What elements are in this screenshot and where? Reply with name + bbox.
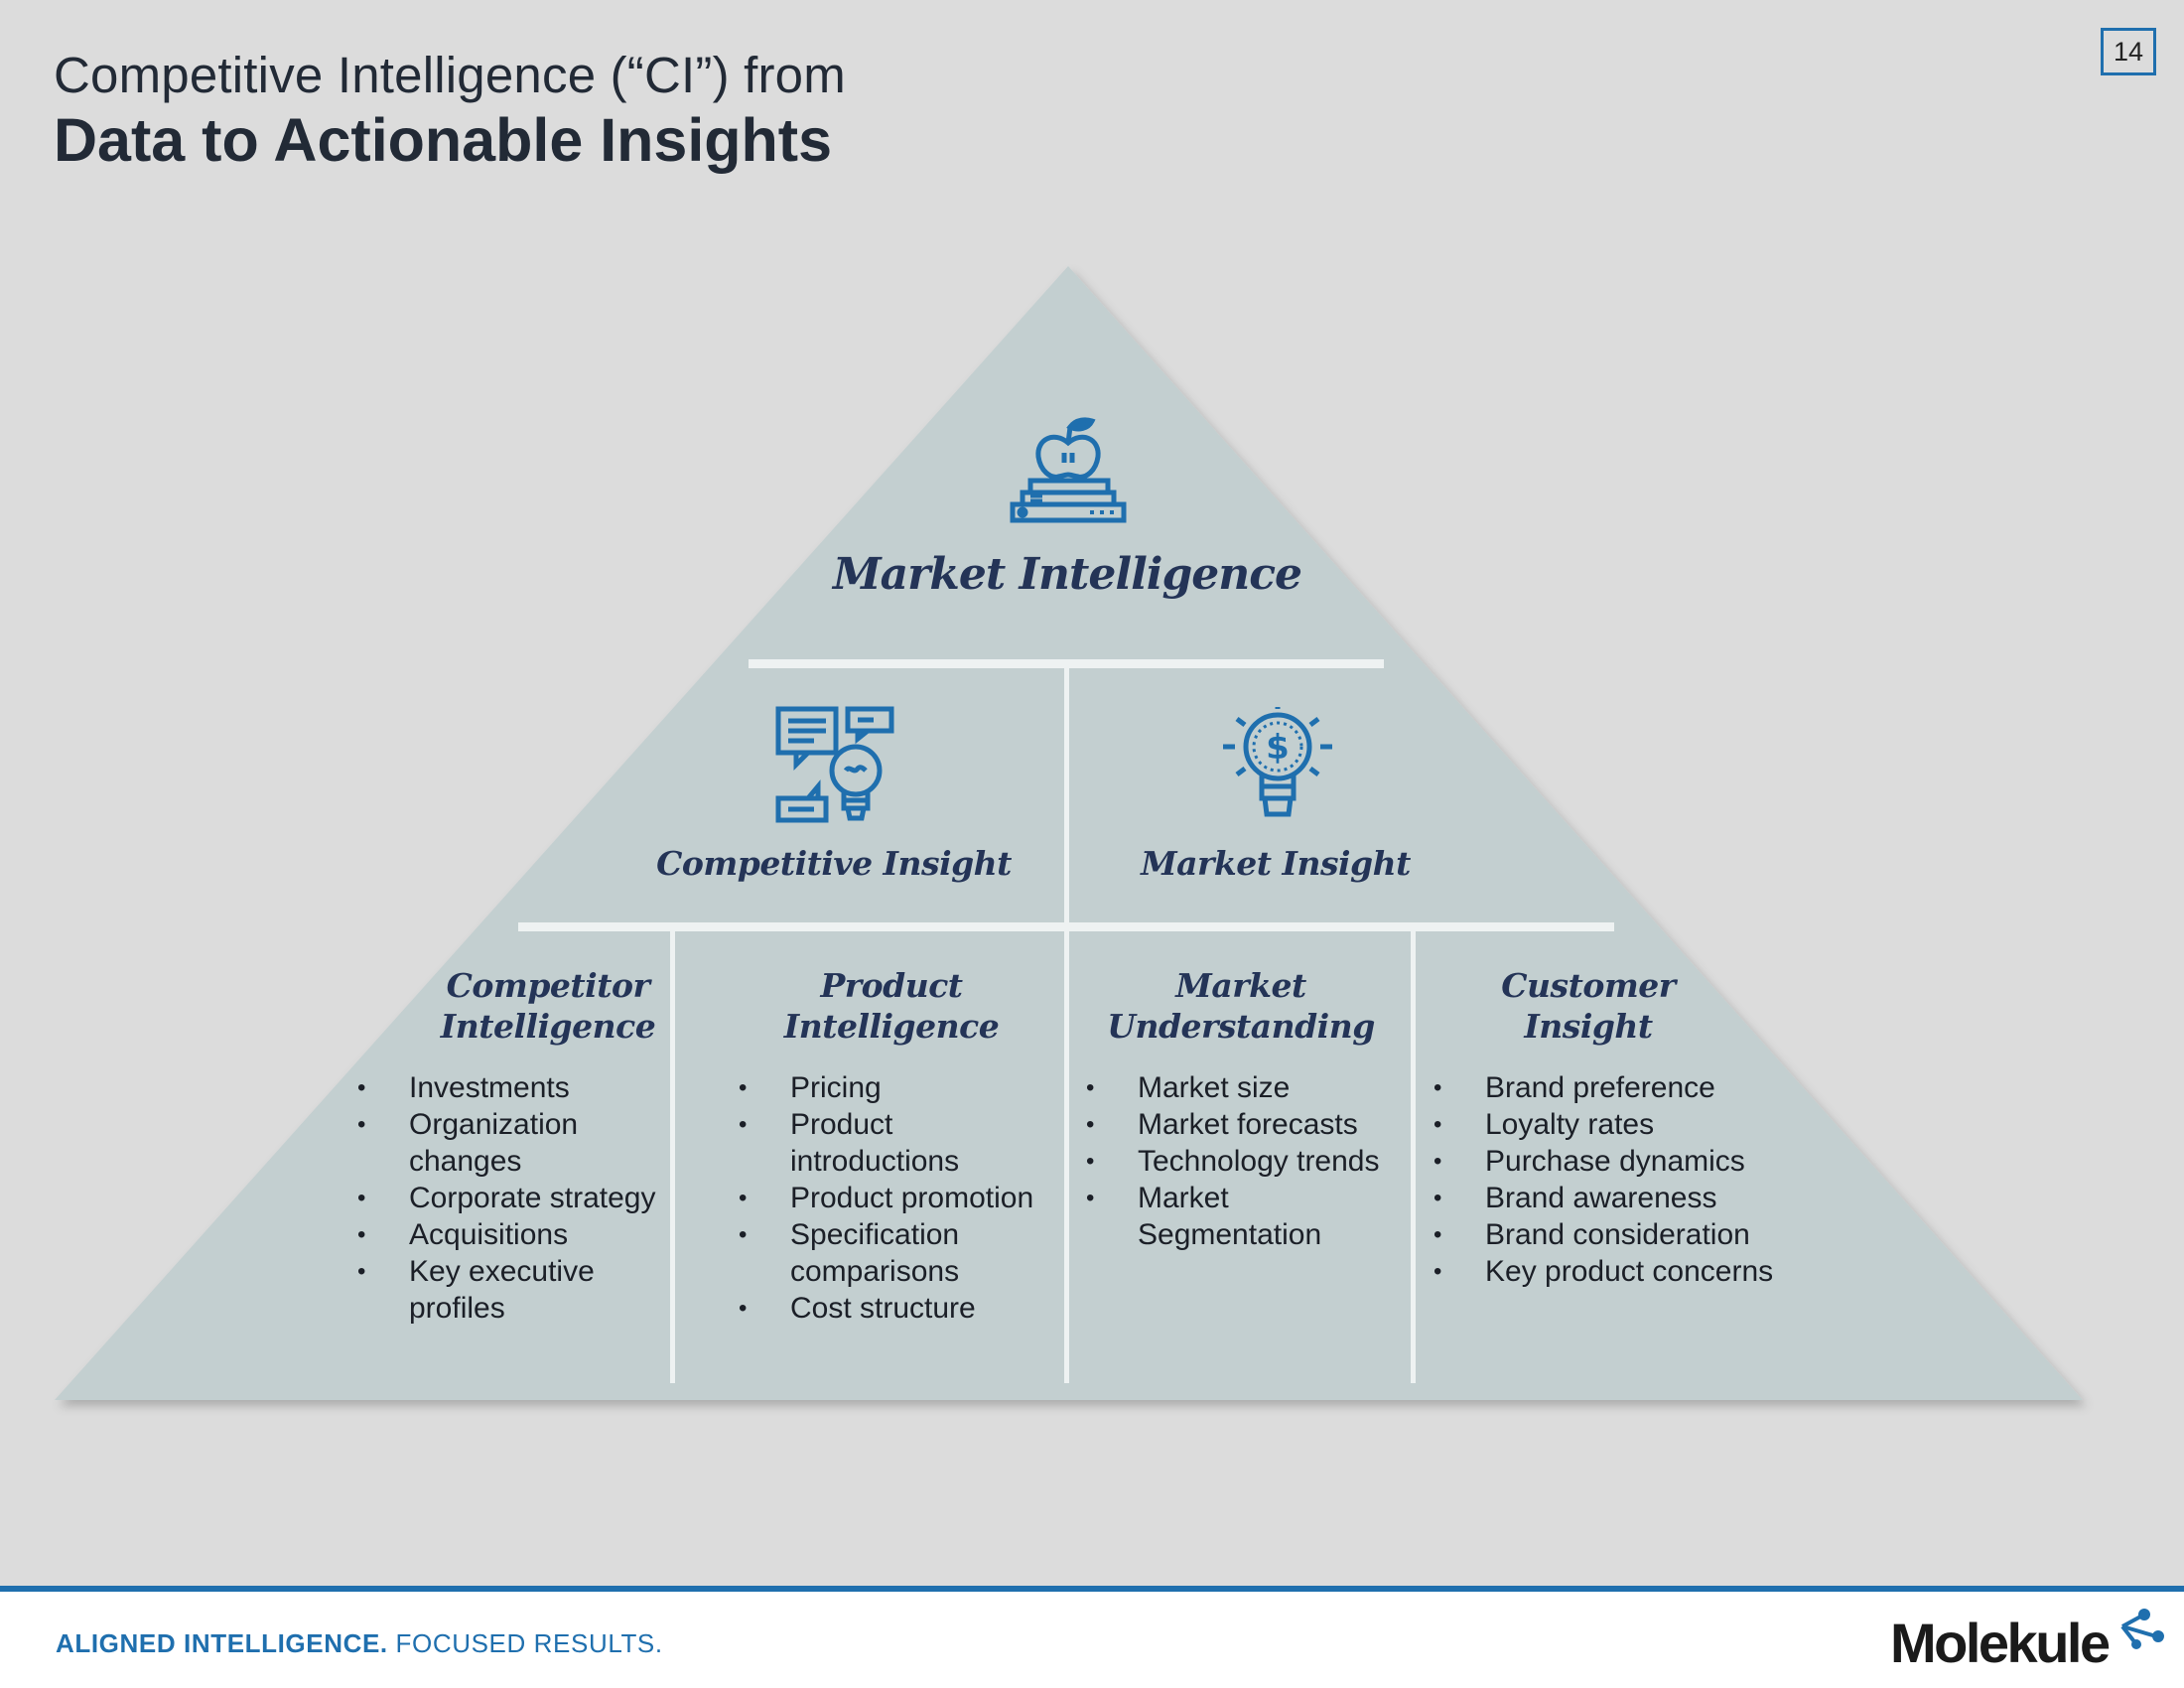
footer-divider (0, 1586, 2184, 1592)
list-item: Investments (357, 1069, 685, 1106)
product-intelligence-list: Pricing Product introductions Product pr… (739, 1069, 1066, 1327)
market-understanding-list: Market size Market forecasts Technology … (1086, 1069, 1414, 1253)
page-title-line1: Competitive Intelligence (“CI”) from (54, 47, 846, 103)
list-item: Market forecasts (1086, 1106, 1414, 1143)
tier-label-competitive-insight: Competitive Insight (656, 844, 1012, 883)
list-item: Corporate strategy (357, 1180, 685, 1216)
chat-lightbulb-icon (775, 706, 894, 823)
list-item: Acquisitions (357, 1216, 685, 1253)
column-label-market-understanding: Market Understanding (1107, 966, 1375, 1046)
tagline-bold: ALIGNED INTELLIGENCE. (56, 1628, 388, 1658)
list-item: Organization changes (357, 1106, 685, 1180)
list-item: Pricing (739, 1069, 1066, 1106)
list-item: Purchase dynamics (1433, 1143, 1850, 1180)
list-item: Specification comparisons (739, 1216, 1066, 1290)
svg-text:$: $ (1266, 728, 1290, 768)
tier-label-market-insight: Market Insight (1141, 844, 1411, 883)
list-item: Technology trends (1086, 1143, 1414, 1180)
column-label-customer-insight: Customer Insight (1501, 966, 1676, 1046)
list-item: Market Segmentation (1086, 1180, 1414, 1253)
apple-books-icon (1010, 417, 1127, 523)
tagline-rest: FOCUSED RESULTS. (387, 1628, 663, 1658)
pyramid-diagram (55, 266, 2083, 1400)
footer (0, 1592, 2184, 1688)
footer-tagline: ALIGNED INTELLIGENCE. FOCUSED RESULTS. (56, 1628, 663, 1659)
competitor-intelligence-list: Investments Organization changes Corpora… (357, 1069, 685, 1327)
list-item: Product promotion (739, 1180, 1066, 1216)
molekule-logo: Molekule (1890, 1612, 2111, 1674)
tier-divider-top (749, 659, 1384, 668)
list-item: Brand consideration (1433, 1216, 1850, 1253)
list-item: Key product concerns (1433, 1253, 1850, 1290)
list-item: Key executive profiles (357, 1253, 685, 1327)
list-item: Cost structure (739, 1290, 1066, 1327)
page-title-line2: Data to Actionable Insights (54, 106, 833, 174)
list-item: Product introductions (739, 1106, 1066, 1180)
column-label-product-intelligence: Product Intelligence (783, 966, 1000, 1046)
list-item: Market size (1086, 1069, 1414, 1106)
column-divider-middle (1064, 668, 1069, 1383)
page-number: 14 (2101, 28, 2156, 75)
list-item: Brand preference (1433, 1069, 1850, 1106)
dollar-lightbulb-icon: $ (1223, 707, 1332, 817)
column-label-competitor-intelligence: Competitor Intelligence (440, 966, 656, 1046)
list-item: Loyalty rates (1433, 1106, 1850, 1143)
customer-insight-list: Brand preference Loyalty rates Purchase … (1433, 1069, 1850, 1290)
list-item: Brand awareness (1433, 1180, 1850, 1216)
tier-label-market-intelligence: Market Intelligence (832, 549, 1302, 600)
